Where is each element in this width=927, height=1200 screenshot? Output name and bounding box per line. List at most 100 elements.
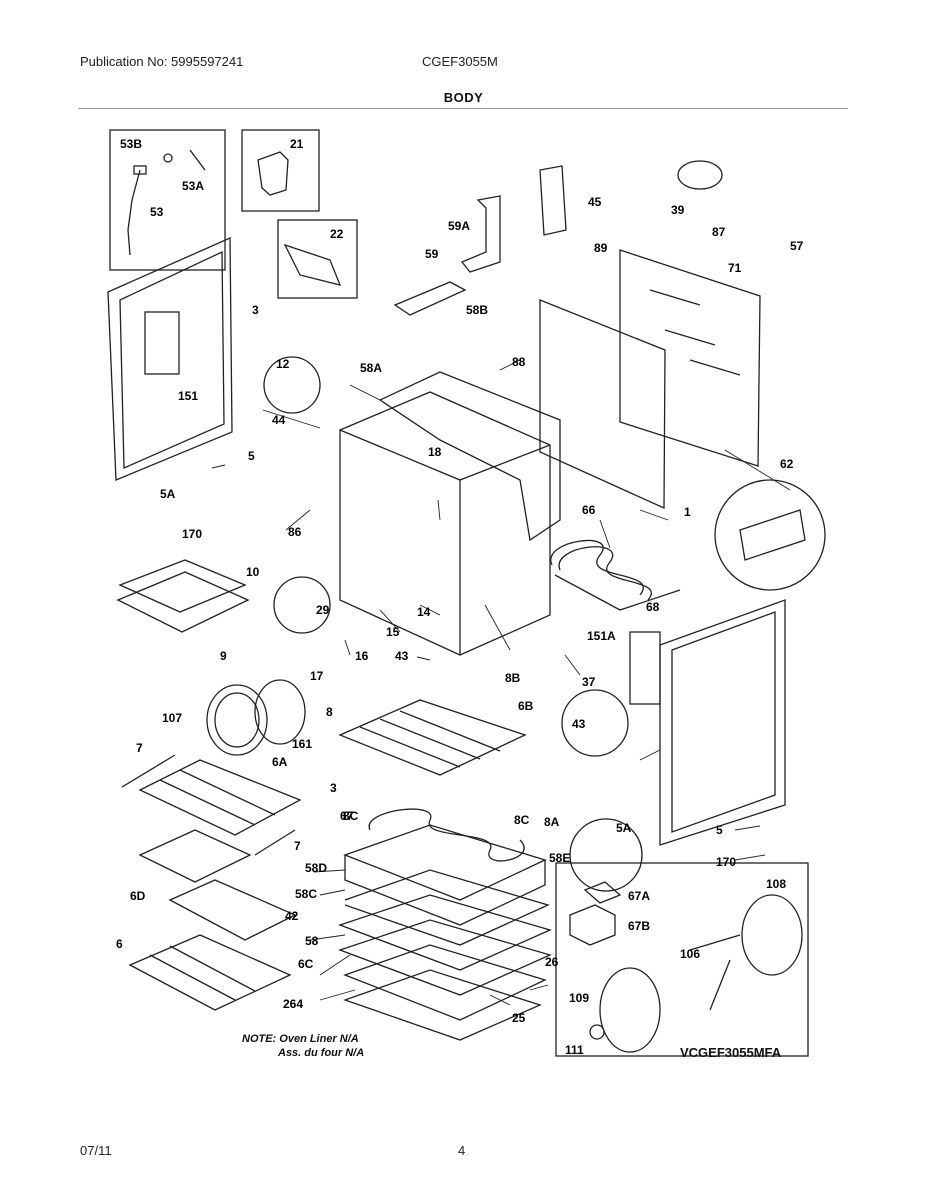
callout-label: 8C	[343, 809, 359, 823]
callout-label: 58E	[549, 851, 570, 865]
left-oven-door	[107, 237, 233, 481]
callout-label: 62	[780, 457, 794, 471]
callout-label: 264	[283, 997, 303, 1011]
callout-label: 89	[594, 241, 608, 255]
callout-label: 8	[326, 705, 333, 719]
callout-label: 3	[252, 303, 259, 317]
terminal-block	[739, 509, 806, 561]
part-21	[257, 151, 289, 196]
callout-label: 16	[355, 649, 369, 663]
callout-label: 12	[276, 357, 290, 371]
callout-label: 39	[671, 203, 685, 217]
duct-parts	[393, 165, 567, 316]
callout-label: 57	[790, 239, 804, 253]
oven-rack-6D	[138, 829, 252, 883]
part-151A	[629, 631, 661, 705]
note-oven-liner-fr: Ass. du four N/A	[278, 1047, 365, 1059]
callout-label: 68	[646, 600, 660, 614]
callout-label: 15	[386, 625, 400, 639]
oven-rack-6	[128, 934, 292, 1011]
callout-label: 5	[716, 823, 723, 837]
callout-label: 66	[582, 503, 596, 517]
inset-box-21	[241, 129, 320, 212]
part-39	[677, 160, 723, 190]
callout-label: 6B	[518, 699, 534, 713]
inset-box-fan	[555, 862, 809, 1057]
callout-label: 107	[162, 711, 182, 725]
right-oven-door	[659, 599, 786, 846]
callout-label: 42	[285, 909, 299, 923]
callout-label: 88	[512, 355, 526, 369]
callout-label: 25	[512, 1011, 526, 1025]
callout-label: 44	[272, 413, 286, 427]
callout-label: 59A	[448, 219, 470, 233]
callout-label: 3	[330, 781, 337, 795]
callout-label: 151	[178, 389, 198, 403]
callout-label: 170	[182, 527, 202, 541]
callout-label: 5A	[616, 821, 632, 835]
detail-circle-5A	[569, 818, 643, 892]
convection-fan-cover	[206, 679, 306, 756]
callout-label: 9	[220, 649, 227, 663]
oven-cavity	[339, 391, 551, 656]
callout-label: 10	[246, 565, 260, 579]
callout-label: 14	[417, 605, 431, 619]
callout-label: 58A	[360, 361, 382, 375]
insulation	[378, 371, 561, 542]
callout-label: 5A	[160, 487, 176, 501]
header-divider	[78, 108, 848, 109]
detail-circle-12	[263, 356, 321, 414]
oven-rack-6A	[138, 759, 302, 836]
callout-label: 6A	[272, 755, 288, 769]
callout-label: 108	[766, 877, 786, 891]
callout-label: 43	[572, 717, 586, 731]
oven-rack-6C	[168, 879, 297, 941]
callout-label: 45	[588, 195, 602, 209]
callout-label: 67B	[628, 919, 650, 933]
callout-label: 53A	[182, 179, 204, 193]
callout-label: 6C	[298, 957, 314, 971]
publication-number: Publication No: 5995597241	[80, 54, 244, 69]
model-number: CGEF3055M	[422, 54, 498, 69]
callout-label: 26	[545, 955, 559, 969]
inset-box-probe	[109, 129, 226, 271]
callout-label: 1	[684, 505, 691, 519]
broil-element	[550, 539, 681, 611]
bake-element	[368, 808, 525, 862]
parts-67A-67B	[569, 881, 622, 946]
callout-label: 58C	[295, 887, 317, 901]
rack-support-7b	[254, 829, 296, 856]
detail-circle-43	[561, 689, 629, 757]
callout-label: 67	[340, 809, 354, 823]
callout-label: 43	[395, 649, 409, 663]
note-oven-liner: NOTE: Oven Liner N/A	[242, 1033, 359, 1045]
drawer-assembly	[338, 824, 552, 1041]
callout-label: 59	[425, 247, 439, 261]
callout-leaders	[211, 359, 791, 1006]
callout-label: 58D	[305, 861, 327, 875]
callout-label: 86	[288, 525, 302, 539]
callout-label: 29	[316, 603, 330, 617]
callout-label: 22	[330, 227, 344, 241]
callout-label: 21	[290, 137, 304, 151]
meat-probe	[127, 149, 206, 256]
footer-date: 07/11	[80, 1143, 112, 1158]
drawing-code: VCGEF3055MFA	[680, 1045, 782, 1060]
callout-label: 106	[680, 947, 700, 961]
callout-label: 8B	[505, 671, 521, 685]
callout-label: 5	[248, 449, 255, 463]
broiler-pan	[116, 559, 250, 633]
callout-label: 17	[310, 669, 324, 683]
rear-frame	[539, 299, 666, 510]
callout-label: 87	[712, 225, 726, 239]
oven-rack-6B	[338, 699, 527, 776]
callout-label: 170	[716, 855, 736, 869]
part-22	[283, 243, 342, 286]
callout-label: 109	[569, 991, 589, 1005]
callout-label: 161	[292, 737, 312, 751]
callout-label: 7	[136, 741, 143, 755]
callout-label: 18	[428, 445, 442, 459]
callout-label: 58B	[466, 303, 488, 317]
